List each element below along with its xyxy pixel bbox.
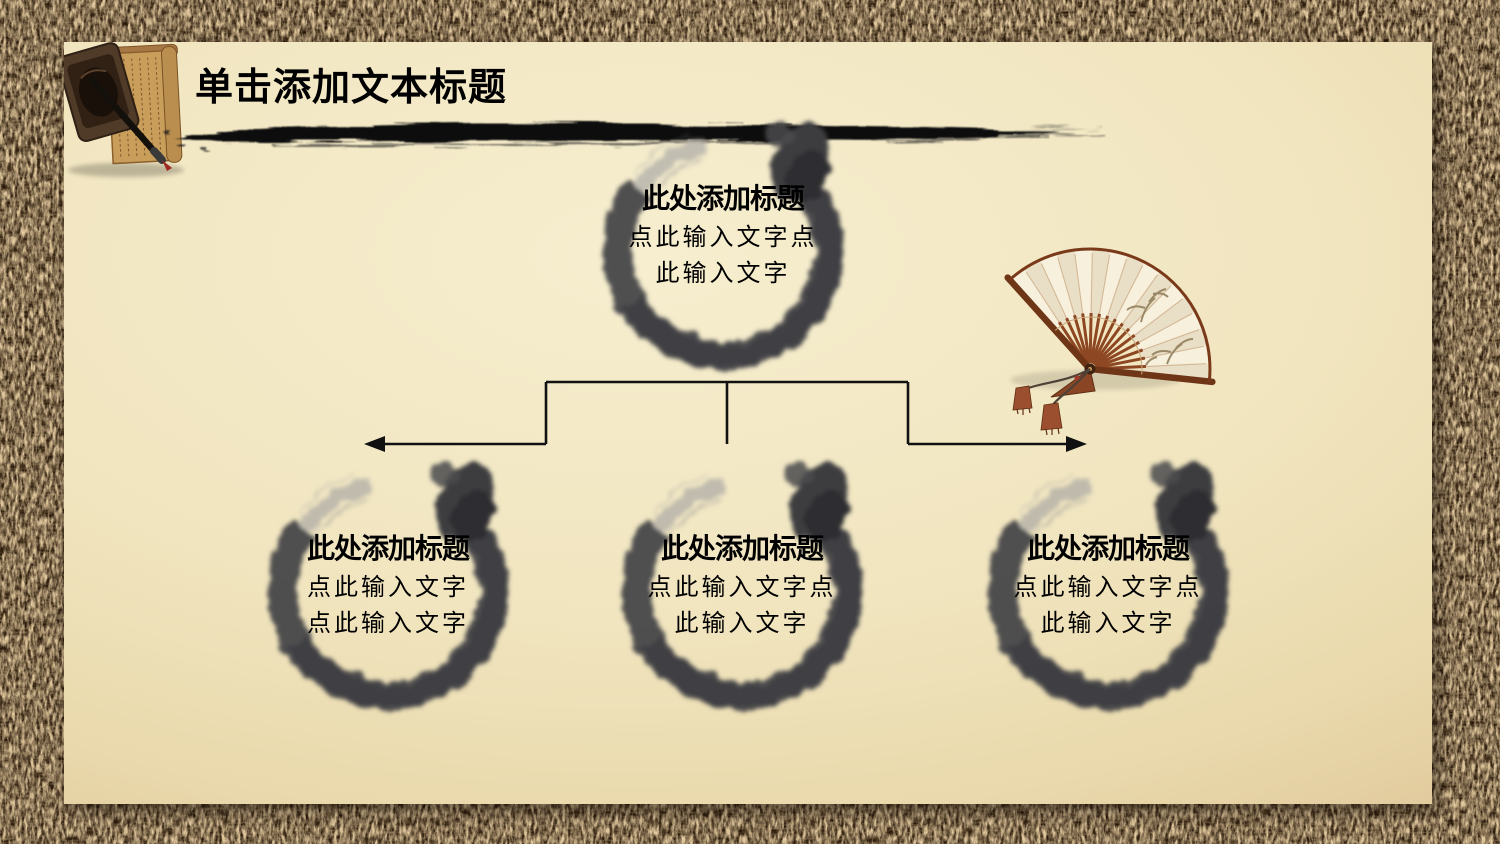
node-right-title[interactable]: 此处添加标题 [1026, 533, 1190, 564]
node-right-textbox[interactable]: 此处添加标题 点此输入文字点 此输入文字 [978, 532, 1238, 642]
fan-tassels [1012, 368, 1091, 436]
node-middle-textbox[interactable]: 此处添加标题 点此输入文字点 此输入文字 [612, 532, 872, 642]
inkstone-brush-scroll-icon [64, 42, 184, 177]
node-right-line1[interactable]: 点此输入文字点 [1013, 574, 1203, 601]
slide-canvas: 单击添加文本标题 此处添加标题 点此输入文字点 此输入文字 此处添加标题 点此输… [64, 42, 1432, 804]
node-left-line1[interactable]: 点此输入文字 [307, 574, 469, 601]
connector-lines [382, 380, 1068, 446]
node-middle-line2[interactable]: 此输入文字 [674, 610, 810, 637]
node-left-textbox[interactable]: 此处添加标题 点此输入文字 点此输入文字 [258, 532, 518, 642]
arrow-left-icon [364, 436, 385, 452]
bamboo-painting [1126, 288, 1194, 366]
ink-stroke-divider [165, 122, 1107, 151]
node-left-line2[interactable]: 点此输入文字 [307, 610, 469, 637]
node-right-line2[interactable]: 此输入文字 [1040, 610, 1176, 637]
folding-fan-icon [1004, 247, 1216, 436]
node-top-textbox[interactable]: 此处添加标题 点此输入文字点 此输入文字 [593, 182, 853, 292]
node-top-title[interactable]: 此处添加标题 [641, 183, 805, 214]
node-middle-title[interactable]: 此处添加标题 [660, 533, 824, 564]
calligraphy-brush-icon [88, 76, 172, 171]
decoration-layer [64, 42, 1432, 804]
node-left-title[interactable]: 此处添加标题 [306, 533, 470, 564]
slide-title-placeholder[interactable]: 单击添加文本标题 [195, 67, 508, 109]
node-top-line1[interactable]: 点此输入文字点 [628, 224, 818, 251]
arrow-right-icon [1066, 436, 1087, 452]
node-top-line2[interactable]: 此输入文字 [655, 260, 791, 287]
node-middle-line1[interactable]: 点此输入文字点 [647, 574, 837, 601]
